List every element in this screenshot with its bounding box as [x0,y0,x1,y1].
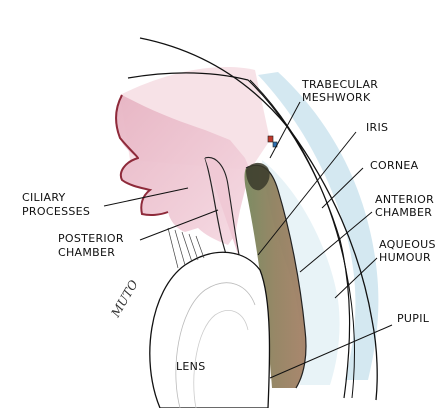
label-lens: LENS [176,360,206,373]
label-ciliary-processes-line2: PROCESSES [22,205,90,218]
label-posterior-chamber-line2: CHAMBER [58,246,115,259]
label-aqueous-humour-line1: AQUEOUS [379,238,436,251]
label-aqueous-humour-line2: HUMOUR [379,251,431,264]
label-anterior-chamber-line2: CHAMBER [375,206,432,219]
label-trabecular-meshwork-line2: MESHWORK [302,91,371,104]
label-posterior-chamber-line1: POSTERIOR [58,232,124,245]
label-pupil: PUPIL [397,312,430,325]
schlemm-canal-marker [268,136,273,142]
artist-signature: MUTO [108,278,141,321]
label-ciliary-processes-line1: CILIARY [22,191,66,204]
label-trabecular-meshwork-line1: TRABECULAR [301,78,378,91]
label-iris: IRIS [366,121,388,134]
label-cornea: CORNEA [370,159,419,172]
lens-shape [150,252,270,408]
label-anterior-chamber-line1: ANTERIOR [375,193,434,206]
pointer-trabecular-meshwork [270,102,300,158]
